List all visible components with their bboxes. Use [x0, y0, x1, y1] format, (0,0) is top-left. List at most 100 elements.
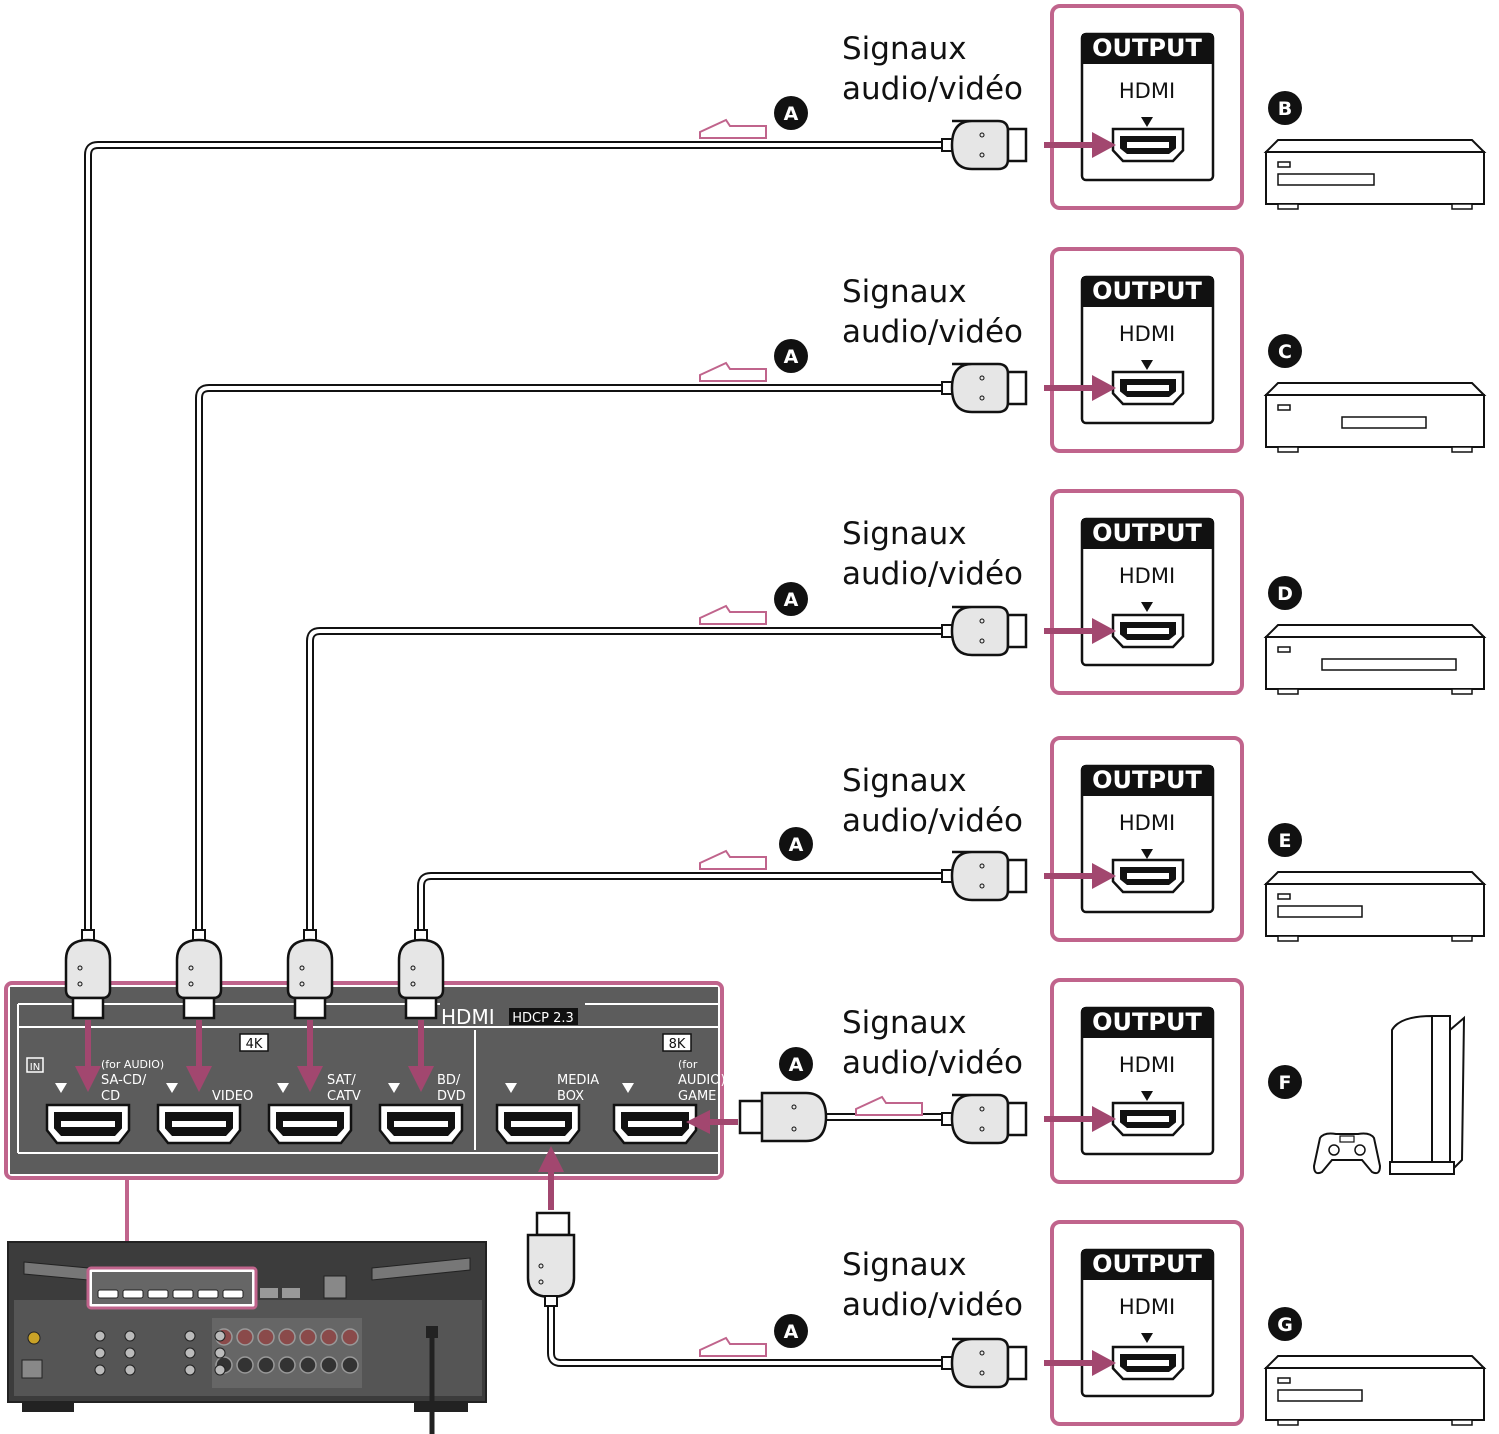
device-plug-6 — [941, 1337, 1028, 1389]
input-marker-video — [166, 1083, 178, 1093]
device-F-panel — [1391, 1014, 1436, 1169]
direction-arrow-5 — [855, 1095, 923, 1116]
game-plug-tip — [738, 1099, 764, 1135]
rear-output-port — [282, 1288, 300, 1298]
mediabox-plug-dot — [538, 1263, 544, 1269]
device-F-touchpad — [1339, 1135, 1355, 1143]
rca-jack — [184, 1364, 196, 1376]
input-label-game: GAME — [678, 1089, 716, 1104]
game-plug-dot — [791, 1104, 797, 1110]
speaker-terminal — [320, 1328, 338, 1346]
device-G-foot — [1277, 1419, 1299, 1426]
receiver-plug-4-body — [397, 938, 445, 1000]
rca-jack — [124, 1330, 136, 1342]
signal-label-2: Signaux — [842, 274, 967, 310]
device-plug-3 — [941, 605, 1028, 657]
input-arrow-1-head — [75, 1066, 101, 1092]
output-port-4-pins — [1127, 873, 1169, 879]
speaker-terminal — [257, 1328, 275, 1346]
rca-jack — [94, 1364, 106, 1376]
cable-1-outline — [84, 141, 948, 935]
device-plug-4-dot — [979, 883, 985, 889]
rear-hdmi-port — [222, 1289, 244, 1299]
input-port-game-pins — [628, 1121, 682, 1127]
device-plug-4-body — [950, 850, 1010, 902]
output-port-2 — [1111, 370, 1185, 406]
device-B — [1263, 139, 1487, 210]
device-G-foot — [1451, 1419, 1473, 1426]
cable-badge-6-circle — [774, 1314, 808, 1348]
speaker-terminal — [236, 1356, 254, 1374]
input-label-game: (for — [678, 1058, 698, 1071]
device-E-top — [1263, 871, 1487, 885]
receiver-plug-4-collar — [414, 929, 428, 941]
output-label-4: OUTPUT — [1092, 766, 1202, 794]
input-port-media-box — [495, 1103, 581, 1145]
cable-6-core — [549, 1300, 948, 1365]
output-label-5: OUTPUT — [1092, 1008, 1202, 1036]
device-plug-1-dot — [979, 152, 985, 158]
input-label-bd-dvd: BD/ — [437, 1073, 461, 1088]
signal-label-1: audio/vidéo — [842, 71, 1023, 107]
receiver-plug-1-collar — [81, 929, 95, 941]
device-plug-6-dot — [979, 1350, 985, 1356]
hdcp-label: HDCP 2.3 — [512, 1011, 574, 1026]
device-plug-5 — [941, 1093, 1028, 1145]
device-F — [1312, 1014, 1466, 1175]
device-plug-4-collar — [941, 869, 953, 883]
device-E-led — [1277, 893, 1291, 900]
cable-badge-1-circle — [774, 96, 808, 130]
input-label-sat-catv: CATV — [327, 1089, 361, 1104]
speaker-terminal — [278, 1356, 296, 1374]
device-D-foot — [1277, 688, 1299, 695]
receiver-plug-2-dot — [188, 981, 194, 987]
device-D-foot — [1451, 688, 1473, 695]
device-G-led — [1277, 1377, 1291, 1384]
device-plug-1-dot — [979, 132, 985, 138]
output-port-6 — [1111, 1345, 1185, 1381]
rca-jack — [124, 1347, 136, 1359]
hdcp-badge — [509, 1008, 578, 1025]
output-label-3: OUTPUT — [1092, 519, 1202, 547]
cable-4-core — [419, 874, 948, 935]
device-badge-F-letter: F — [1279, 1072, 1292, 1094]
cable-badge-5-circle — [779, 1047, 813, 1081]
output-port-2-pins — [1127, 385, 1169, 391]
input-label-video: VIDEO — [212, 1089, 253, 1104]
device-B-foot — [1277, 203, 1299, 210]
rear-hdmi-port — [172, 1289, 194, 1299]
speaker-terminal — [320, 1356, 338, 1374]
signal-label-3: Signaux — [842, 516, 967, 552]
cable-badge-2-circle — [774, 339, 808, 373]
game-arrow-head — [686, 1110, 710, 1134]
receiver-plug-3-dot — [299, 965, 305, 971]
game-plug-body — [760, 1091, 828, 1143]
input-marker-sat-catv — [277, 1083, 289, 1093]
device-badge-G-letter: G — [1277, 1314, 1293, 1336]
receiver-plug-2-body — [175, 938, 223, 1000]
input-label-sa-cd-cd: (for AUDIO) — [101, 1058, 164, 1071]
signal-label-5: Signaux — [842, 1005, 967, 1041]
device-plug-2-dot — [979, 375, 985, 381]
mediabox-arrow-head — [538, 1146, 564, 1172]
port-marker-2 — [1141, 360, 1153, 370]
receiver-plug-2-dot — [188, 965, 194, 971]
device-plug-4 — [941, 850, 1028, 902]
signal-label-2: audio/vidéo — [842, 314, 1023, 350]
input-marker-media-box — [505, 1083, 517, 1093]
device-F-controller — [1312, 1132, 1382, 1175]
speaker-terminal — [341, 1328, 359, 1346]
output-port-6-pins — [1127, 1360, 1169, 1366]
device-plug-2-tip — [1006, 370, 1028, 406]
hdmi-label-5: HDMI — [1119, 1053, 1175, 1077]
mediabox-plug — [526, 1211, 576, 1307]
rca-jack — [214, 1364, 226, 1376]
direction-arrow-6 — [699, 1336, 767, 1357]
device-G-slot — [1277, 1389, 1363, 1402]
output-label-2: OUTPUT — [1092, 277, 1202, 305]
in-box — [26, 1057, 44, 1073]
device-badge-B-circle — [1268, 91, 1302, 125]
receiver-plug-3-tip — [293, 996, 327, 1020]
cable-2-core — [197, 386, 948, 935]
signal-arrow-2-head — [1092, 375, 1116, 401]
